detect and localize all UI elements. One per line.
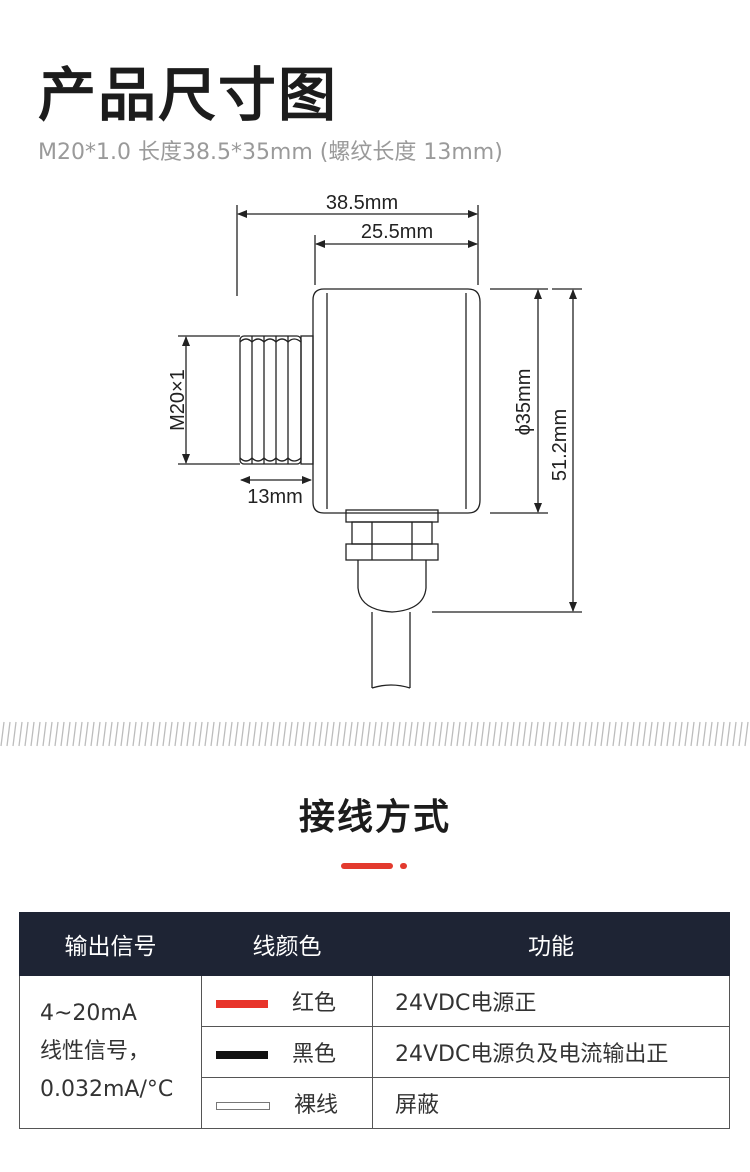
header-output-signal: 输出信号 <box>19 912 202 976</box>
signal-line: 0.032mA/°C <box>40 1077 174 1102</box>
section-title-wiring: 接线方式 <box>298 797 451 838</box>
signal-line: 4~20mA <box>40 1001 137 1026</box>
page-title: 产品尺寸图 <box>38 61 339 129</box>
dimension-diagram: 38.5mm 25.5mm M20×1 13mm ϕ35mm 51.2mm <box>167 192 582 689</box>
product-spec-subtitle: M20*1.0 长度38.5*35mm (螺纹长度 13mm) <box>38 140 503 165</box>
header-wire-color: 线颜色 <box>201 912 373 976</box>
function-cell: 屏蔽 <box>372 1077 730 1129</box>
title-accent-dot <box>400 863 407 869</box>
function-cell: 24VDC电源正 <box>372 975 730 1027</box>
dim-height: 51.2mm <box>549 409 571 481</box>
hatched-divider <box>0 720 750 748</box>
dim-thread-size: M20×1 <box>167 369 189 431</box>
wire-color-cell: 红色 <box>201 975 373 1027</box>
dim-diameter: ϕ35mm <box>513 369 535 436</box>
dim-overall-length: 38.5mm <box>326 192 398 214</box>
wire-color-label: 黑色 <box>292 1042 337 1067</box>
function-cell: 24VDC电源负及电流输出正 <box>372 1026 730 1078</box>
black-wire-swatch <box>216 1051 268 1059</box>
signal-line: 线性信号， <box>40 1039 151 1064</box>
output-signal-cell: 4~20mA 线性信号， 0.032mA/°C <box>19 975 202 1129</box>
wire-color-label: 红色 <box>292 991 337 1016</box>
title-accent-bar <box>341 863 393 869</box>
dim-body-length: 25.5mm <box>361 221 433 243</box>
wire-color-cell: 裸线 <box>201 1077 373 1129</box>
dim-thread-length: 13mm <box>247 486 303 508</box>
table-row: 黑色 24VDC电源负及电流输出正 <box>20 1026 730 1078</box>
table-row: 裸线 屏蔽 <box>20 1077 730 1129</box>
wire-color-label: 裸线 <box>294 1093 339 1118</box>
bare-wire-swatch <box>216 1102 270 1110</box>
table-header-row: 输出信号 线颜色 功能 <box>19 912 730 976</box>
red-wire-swatch <box>216 1000 268 1008</box>
header-function: 功能 <box>372 912 730 976</box>
table-row: 4~20mA 线性信号， 0.032mA/°C 红色 24VDC电源正 <box>19 975 730 1129</box>
wire-color-cell: 黑色 <box>201 1026 373 1078</box>
wiring-table: 输出信号 线颜色 功能 4~20mA 线性信号， 0.032mA/°C 红色 2… <box>19 912 730 1129</box>
